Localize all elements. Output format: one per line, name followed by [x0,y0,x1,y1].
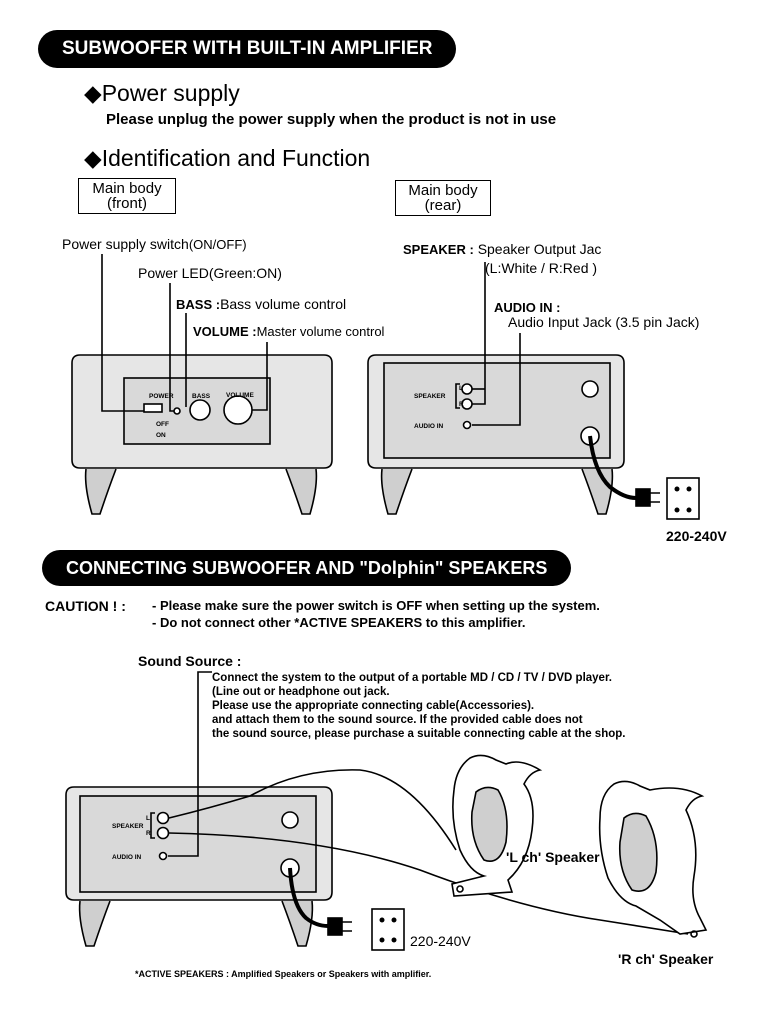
panel-power-text: POWER [149,393,174,400]
banner-title: SUBWOOFER WITH BUILT-IN AMPLIFIER [62,38,433,59]
sound-source-line5: the sound source, please purchase a suit… [212,728,626,740]
connect-speaker-jack-r[interactable] [156,826,170,840]
sound-source-line3: Please use the appropriate connecting ca… [212,700,535,712]
connect-panel-r-text: R [146,830,151,837]
audio-in-label: Audio Input Jack (3.5 pin Jack) [508,314,699,330]
power-switch-paren: (ON/OFF) [188,237,247,252]
bass-key: BASS : [176,297,221,312]
caution-line2: - Do not connect other *ACTIVE SPEAKERS … [152,615,526,630]
l-speaker-cable [168,769,457,851]
connect-panel-l-text: L [146,815,150,822]
subwoofer-front-unit [71,354,333,515]
rear-panel-r-text: R [459,401,464,408]
front-label-box: Main body (front) [78,178,176,214]
bass-label: BASS :Bass volume control [176,296,346,312]
voltage-label-2: 220-240V [410,933,471,949]
speaker-desc: Speaker Output Jac [477,241,602,257]
speaker-jack-l[interactable] [461,383,473,395]
bass-knob[interactable] [189,399,211,421]
sound-source-line4: and attach them to the sound source. If … [212,714,583,726]
sound-source-line1: Connect the system to the output of a po… [212,672,612,684]
connect-panel-speaker-text: SPEAKER [112,823,144,830]
power-led-paren: (Green:ON) [208,265,282,281]
volume-knob[interactable] [223,395,253,425]
connect-audio-in-jack[interactable] [158,851,168,861]
power-led-text: Power LED [138,265,209,281]
rear-box-line1: Main body [408,182,478,199]
volume-label: VOLUME :Master volume control [193,323,384,339]
audio-in-jack[interactable] [462,420,472,430]
speaker-key: SPEAKER : [403,242,474,257]
bass-desc: Bass volume control [220,296,347,312]
rear-label-box: Main body (rear) [395,180,491,216]
connect-vent-hole [281,811,299,829]
audio-in-desc: Audio Input Jack [508,314,612,330]
speaker-colors-label: (L:White / R:Red ) [485,260,598,276]
panel-bass-text: BASS [192,393,211,400]
power-led [173,407,181,415]
speaker-out-label: SPEAKER : Speaker Output Jac [403,241,601,257]
section-banner-connecting: CONNECTING SUBWOOFER AND "Dolphin" SPEAK… [42,550,572,586]
wall-outlet-1 [666,477,700,520]
audio-in-key: AUDIO IN : [494,300,561,315]
panel-on-text: ON [156,432,166,439]
front-box-line1: Main body [92,180,162,197]
rear-box-line2: (rear) [424,197,462,214]
rear-panel-speaker-text: SPEAKER [414,393,446,400]
front-box-line2: (front) [106,195,147,212]
caution-label: CAUTION ! : [45,598,126,614]
power-switch[interactable] [143,403,163,413]
audio-in-paren: (3.5 pin Jack) [615,314,700,330]
section-banner-subwoofer: SUBWOOFER WITH BUILT-IN AMPLIFIER [38,30,457,68]
identification-heading: ◆Identification and Function [84,145,371,171]
sound-source-line2: (Line out or headphone out jack. [212,686,390,698]
panel-volume-text: VOLUME [226,392,254,399]
panel-off-text: OFF [156,421,169,428]
voltage-label-1: 220-240V [666,528,727,544]
subwoofer-rear-unit [367,354,625,515]
power-led-label: Power LED(Green:ON) [138,265,282,281]
connect-speaker-jack-l[interactable] [156,811,170,825]
volume-desc: Master volume control [256,324,385,339]
rear-panel-l-text: L [459,385,463,392]
r-dolphin-speaker [598,780,708,938]
sound-source-label: Sound Source : [138,653,242,669]
r-speaker-label: 'R ch' Speaker [618,951,714,967]
rear-vent-hole [581,380,599,398]
banner2-title: CONNECTING SUBWOOFER AND "Dolphin" SPEAK… [66,557,548,578]
wall-outlet-2 [371,908,405,951]
footnote: *ACTIVE SPEAKERS : Amplified Speakers or… [135,969,432,979]
sound-source-cable [168,671,212,857]
l-dolphin-speaker [451,754,543,897]
caution-line1: - Please make sure the power switch is O… [152,598,600,613]
power-supply-text: Please unplug the power supply when the … [106,111,557,128]
connect-panel-audio-text: AUDIO IN [112,854,142,861]
power-supply-heading: ◆Power supply [84,80,240,106]
l-speaker-label: 'L ch' Speaker [506,849,600,865]
volume-key: VOLUME : [193,324,257,339]
power-switch-text: Power supply switch [62,236,189,252]
rear-panel-audio-text: AUDIO IN [414,423,444,430]
power-switch-label: Power supply switch(ON/OFF) [62,236,247,252]
